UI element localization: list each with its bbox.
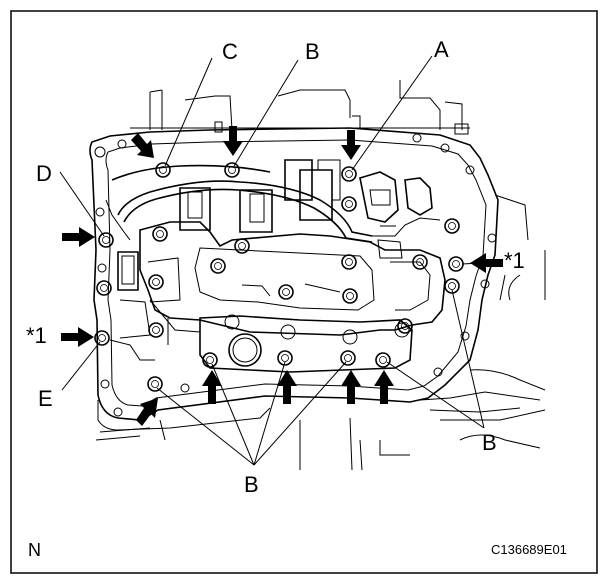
- bolt-a-lower: [341, 196, 357, 212]
- bolt-c: [155, 162, 171, 178]
- label-star-left: *1: [26, 323, 47, 348]
- bolt-e: [147, 376, 163, 392]
- bolt-d-inner: [152, 226, 168, 242]
- arrow-b-bottom-4: [374, 370, 394, 404]
- arrow-e: [136, 398, 158, 426]
- arrow-b-bottom-1: [202, 370, 222, 404]
- label-b-right: B: [482, 430, 497, 455]
- arrow-left-star: [61, 327, 94, 347]
- arrow-c: [131, 133, 154, 158]
- bolt-b-bottom-3: [340, 350, 356, 366]
- bolt-b-bottom-2: [277, 350, 293, 366]
- solenoid-row: [117, 159, 433, 291]
- bolt-d: [98, 232, 114, 248]
- lower-housing-outline: [95, 369, 546, 471]
- arrow-d: [62, 227, 95, 247]
- bolt-left-star: [94, 330, 110, 346]
- label-b-bottom: B: [244, 472, 259, 497]
- bolt-body-8: [148, 322, 164, 338]
- label-c: C: [222, 39, 238, 64]
- arrow-b-bottom-2: [277, 370, 297, 404]
- bolt-b-bottom-1: [202, 352, 218, 368]
- bolt-right-upper: [444, 218, 460, 234]
- bolt-body-3: [234, 238, 250, 254]
- valve-body: [109, 221, 446, 361]
- figure-code: C136689E01: [491, 542, 567, 557]
- arrow-b-top: [223, 126, 243, 156]
- bolt-body-6: [341, 254, 357, 270]
- corner-mark: N: [28, 540, 41, 560]
- bolt-b-top: [224, 162, 240, 178]
- wire-harness: [105, 164, 441, 243]
- arrow-b-bottom-3: [341, 370, 361, 404]
- bolt-set: [94, 162, 464, 392]
- bolt-body-4: [278, 284, 294, 300]
- bolt-b-bottom-4: [375, 352, 391, 368]
- label-star-right: *1: [504, 248, 525, 273]
- arrow-set: [61, 126, 503, 426]
- arrow-a: [341, 130, 361, 160]
- label-b-top: B: [305, 39, 320, 64]
- bolt-body-9: [397, 318, 413, 334]
- bolt-a: [341, 166, 357, 182]
- strainer-plate: [199, 314, 413, 373]
- bolt-body-5: [342, 288, 358, 304]
- bolt-body-7: [412, 254, 428, 270]
- leader-lines: [59, 55, 501, 466]
- bolt-right-lower: [444, 278, 460, 294]
- label-a: A: [434, 37, 449, 62]
- label-d: D: [36, 161, 52, 186]
- bolt-body-2: [210, 258, 226, 274]
- label-e: E: [38, 386, 53, 411]
- bolt-body-1: [148, 274, 164, 290]
- bolt-left-mid: [96, 280, 112, 296]
